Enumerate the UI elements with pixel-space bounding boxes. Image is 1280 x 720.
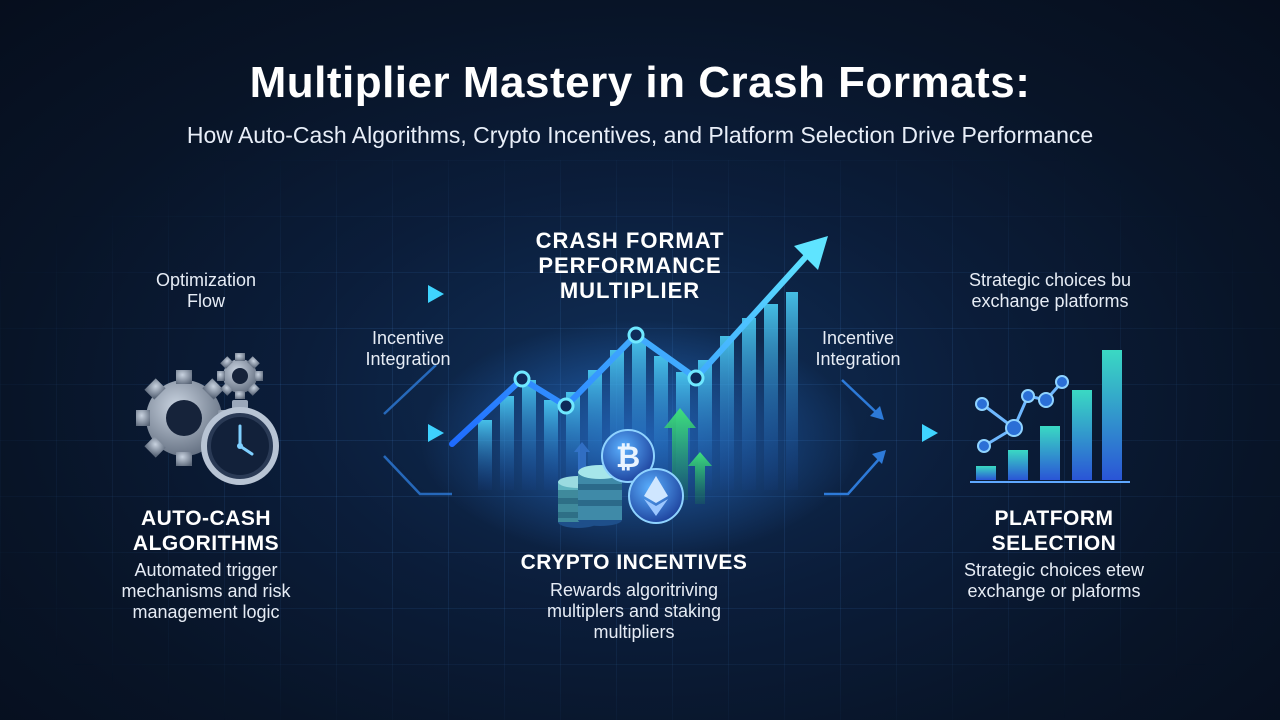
platform-selection-description: Strategic choices etew exchange or plafo… [963, 560, 1145, 601]
multiplier-trend-line [449, 236, 828, 447]
crypto-coins-icon: ₿ [558, 408, 712, 528]
page-title: Multiplier Mastery in Crash Formats: [249, 58, 1031, 107]
incentive-integration-right-label: Incentive Integration [815, 328, 901, 369]
center-heading: CRASH FORMAT PERFORMANCE MULTIPLIER [535, 228, 725, 303]
platform-selection-heading: PLATFORM SELECTION [991, 507, 1117, 555]
crypto-incentives-description: Rewards algoritriving multiplers and sta… [546, 580, 722, 642]
page-subtitle: How Auto-Cash Algorithms, Crypto Incenti… [186, 122, 1094, 148]
strategic-choices-top-label: Strategic choices bu exchange platforms [968, 270, 1132, 311]
crypto-incentives-heading: CRYPTO INCENTIVES [520, 551, 748, 574]
svg-text:₿: ₿ [616, 440, 640, 475]
gears-stopwatch-icon [136, 353, 279, 485]
auto-cash-description: Automated trigger mechanisms and risk ma… [121, 560, 291, 622]
center-bars [478, 292, 798, 490]
incentive-integration-left-label: Incentive Integration [365, 328, 451, 369]
auto-cash-heading: AUTO-CASH ALGORITHMS [132, 507, 280, 555]
optimization-flow-label: Optimization Flow [155, 270, 257, 311]
network-bar-chart-icon [970, 350, 1130, 483]
